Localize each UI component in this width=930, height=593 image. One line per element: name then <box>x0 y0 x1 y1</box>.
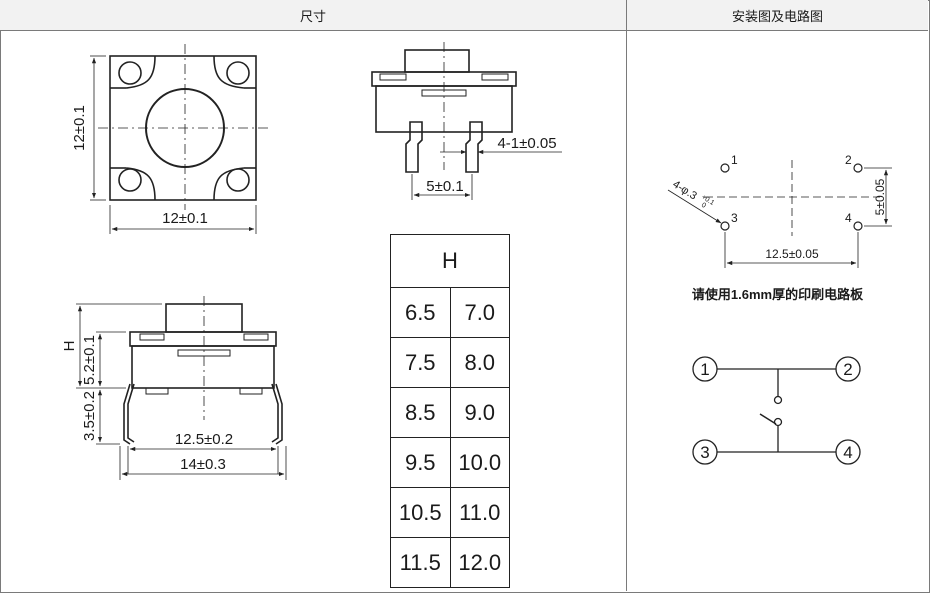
pcb-spacing-h: 12.5±0.05 <box>765 247 819 261</box>
h-height-table: H 6.5 7.0 7.5 8.0 8.5 9.0 9.5 10.0 10.5 … <box>390 234 510 588</box>
switch-lever <box>759 413 777 425</box>
pcb-hole-3 <box>720 221 730 231</box>
table-row: 8.5 9.0 <box>390 387 510 438</box>
side-view <box>76 296 287 480</box>
circuit-diagram <box>692 356 861 465</box>
side-outer-width: 14±0.3 <box>180 456 226 473</box>
header-dimensions: 尺寸 <box>0 0 627 31</box>
table-cell: 8.5 <box>390 387 451 438</box>
table-row: 11.5 12.0 <box>390 537 510 588</box>
circuit-pin-4: 4 <box>843 443 852 462</box>
pcb-layout <box>667 160 892 268</box>
circuit-pin-1: 1 <box>700 360 709 379</box>
table-cell: 7.5 <box>390 337 451 388</box>
pcb-hole-1 <box>720 163 730 173</box>
top-width-dim: 12±0.1 <box>162 210 208 227</box>
corner-hole-tl <box>118 61 142 85</box>
top-height-dim: 12±0.1 <box>71 105 88 151</box>
pcb-hole-dim: 4-φ.3 <box>670 178 698 202</box>
table-cell: 10.5 <box>390 487 451 538</box>
pcb-hole-4 <box>853 221 863 231</box>
pcb-hole-2 <box>853 163 863 173</box>
table-cell: 8.0 <box>449 337 510 388</box>
pcb-pin-4: 4 <box>845 211 852 225</box>
pcb-pin-1: 1 <box>731 153 738 167</box>
table-cell: 6.5 <box>390 287 451 338</box>
corner-hole-bl <box>118 168 142 192</box>
pcb-pin-3: 3 <box>731 211 738 225</box>
plunger <box>404 49 470 73</box>
table-cell: 11.5 <box>390 537 451 588</box>
table-cell: 11.0 <box>449 487 510 538</box>
table-cell: 12.0 <box>449 537 510 588</box>
top-view-body <box>109 55 257 201</box>
table-cell: 9.5 <box>390 437 451 488</box>
pcb-hole-tol-zero: 0 <box>700 202 707 210</box>
table-row: 6.5 7.0 <box>390 287 510 338</box>
table-row: 7.5 8.0 <box>390 337 510 388</box>
switch-contact-top <box>773 395 783 405</box>
side-h-label: H <box>61 341 78 352</box>
circuit-pin-3: 3 <box>700 443 709 462</box>
pcb-spacing-v: 5±0.05 <box>873 178 887 215</box>
table-row: 10.5 11.0 <box>390 487 510 538</box>
header-install-circuit: 安装图及电路图 <box>627 0 928 31</box>
corner-hole-tr <box>226 61 250 85</box>
corner-hole-br <box>226 168 250 192</box>
top-view <box>90 44 270 234</box>
table-cell: 10.0 <box>449 437 510 488</box>
front-pin-dim: 4-1±0.05 <box>497 135 556 152</box>
table-cell: 7.0 <box>449 287 510 338</box>
table-cell: 9.0 <box>449 387 510 438</box>
h-table-header: H <box>390 234 510 288</box>
side-inner-width: 12.5±0.2 <box>175 431 233 448</box>
side-body-dim: 5.2±0.1 <box>81 335 98 385</box>
circuit-pin-2: 2 <box>843 360 852 379</box>
pcb-thickness-note: 请使用1.6mm厚的印刷电路板 <box>691 287 864 302</box>
switch-contact-bottom <box>773 417 783 427</box>
front-view <box>371 42 562 200</box>
pcb-pin-2: 2 <box>845 153 852 167</box>
side-lead-dim: 3.5±0.2 <box>81 391 98 441</box>
front-pitch-dim: 5±0.1 <box>426 178 463 195</box>
table-row: 9.5 10.0 <box>390 437 510 488</box>
column-divider <box>626 0 627 591</box>
